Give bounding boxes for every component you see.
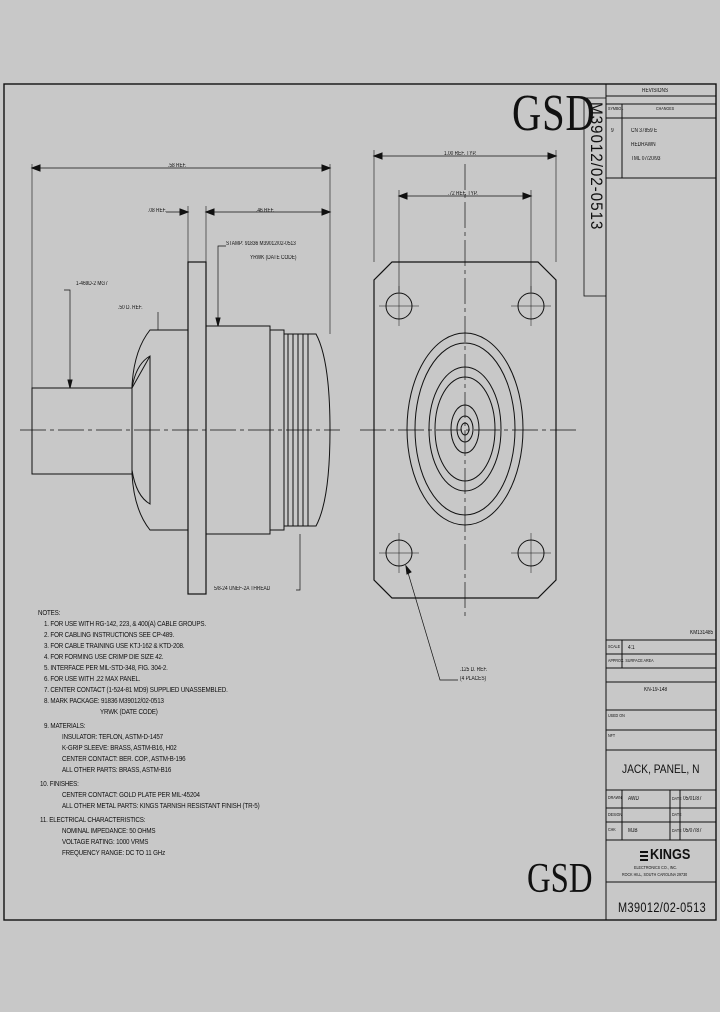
cable-callout: 1-469D-2 MG7 <box>76 281 108 287</box>
revisions-col-changes: CHANGES <box>656 106 675 111</box>
chk-label: CHK <box>608 827 616 832</box>
hole-count-callout: (4 PLACES) <box>460 676 487 682</box>
note-line: YRWK (DATE CODE) <box>100 707 158 716</box>
note-line: INSULATOR: TEFLON, ASTM-D-1457 <box>62 732 163 741</box>
watermark-top: GSD <box>512 85 596 142</box>
approx-area-label: APPROX. SURFACE AREA <box>608 658 654 663</box>
front-view <box>360 150 580 681</box>
revision-line: CN 37859 E <box>631 128 658 134</box>
chk-date-label: DATE <box>672 828 682 833</box>
dim-hole-spacing: .72 REF. TYP. <box>448 191 478 197</box>
watermark-bottom: GSD <box>527 856 593 902</box>
drawing-code: KM131485 <box>690 630 714 636</box>
drawn-date-label: DATE <box>672 796 682 801</box>
dim-body-length: .46 REF. <box>256 208 275 214</box>
note-line: 6. FOR USE WITH .22 MAX PANEL. <box>44 674 141 683</box>
note-line: 3. FOR CABLE TRAINING USE KTJ-162 & KTD-… <box>44 641 185 650</box>
dim-flange-thickness: .08 REF. <box>148 208 167 214</box>
thread-callout: 5/8-24 UNEF-2A THREAD <box>214 586 271 592</box>
note-line: NOTES: <box>38 608 61 617</box>
hole-diameter-callout: .125 D. REF. <box>460 667 488 673</box>
dim-overall-length: .58 REF. <box>168 163 187 169</box>
drawn-date: 05/01/87 <box>683 796 702 802</box>
note-line: K-GRIP SLEEVE: BRASS, ASTM-B16, H02 <box>62 743 177 752</box>
nft-label: NFT <box>608 733 616 738</box>
note-line: 5. INTERFACE PER MIL-STD-348, FIG. 304-2… <box>44 663 168 672</box>
design-date-label: DATE <box>672 812 682 817</box>
scale-value: 4:1 <box>628 645 635 651</box>
drawn-by: AWD <box>628 796 640 802</box>
note-line: CENTER CONTACT: GOLD PLATE PER MIL-45204 <box>62 790 200 799</box>
revisions-heading: REVISIONS <box>642 88 669 94</box>
revisions-col-symbol: SYMBOL <box>608 106 624 111</box>
chk-date: 05/07/87 <box>683 828 702 834</box>
note-line: 1. FOR USE WITH RG-142, 223, & 400(A) CA… <box>44 619 206 628</box>
drawn-label: DRAWN <box>608 795 622 800</box>
revision-symbol: 9 <box>611 128 614 134</box>
note-line: NOMINAL IMPEDANCE: 50 OHMS <box>62 826 156 835</box>
note-line: 7. CENTER CONTACT (1-524-81 MD9) SUPPLIE… <box>44 685 228 694</box>
dim-flange-width: 1.00 REF. TYP. <box>444 151 477 157</box>
note-line: FREQUENCY RANGE: DC TO 11 GHz <box>62 848 166 857</box>
note-line: ALL OTHER PARTS: BRASS, ASTM-B16 <box>62 765 172 774</box>
used-on-label: USED ON <box>608 713 625 718</box>
note-line: VOLTAGE RATING: 1000 VRMS <box>62 837 149 846</box>
drawing-title: JACK, PANEL, N <box>622 762 700 776</box>
revision-line: REDRAWN <box>631 142 656 148</box>
design-label: DESIGN <box>608 812 623 817</box>
note-line: 2. FOR CABLING INSTRUCTIONS SEE CP-489. <box>44 630 174 639</box>
note-line: 10. FINISHES: <box>40 779 79 788</box>
note-line: CENTER CONTACT: BER. COP., ASTM-B-196 <box>62 754 186 763</box>
side-view <box>20 164 340 595</box>
part-number: M39012/02-0513 <box>618 899 707 915</box>
note-line: 4. FOR FORMING USE CRIMP DIE SIZE 42. <box>44 652 164 661</box>
scale-label: SCALE <box>608 644 621 649</box>
vertical-part-number: M39012/02-0513 <box>587 102 606 231</box>
note-line: 9. MATERIALS: <box>44 721 86 730</box>
sheet-border <box>3 83 717 921</box>
vertical-part-number-box <box>583 97 607 297</box>
company-line-1: ELECTRONICS CO., INC. <box>634 865 678 870</box>
note-line: 11. ELECTRICAL CHARACTERISTICS: <box>40 815 146 824</box>
note-line: ALL OTHER METAL PARTS: KINGS TARNISH RES… <box>62 801 260 810</box>
chk-by: MJB <box>628 828 638 834</box>
kings-logo-mark <box>640 851 648 861</box>
stamp-callout: STAMP: 91836 M39012/02-0513 <box>226 241 296 247</box>
note-line: 8. MARK PACKAGE: 91836 M39012/02-0513 <box>44 696 164 705</box>
reference-value: KN-19-148 <box>644 687 668 693</box>
dim-body-diameter: .50 D. REF. <box>118 305 143 311</box>
stamp-date-code: YRWK (DATE CODE) <box>250 255 297 261</box>
company-line-2: ROCK HILL, SOUTH CAROLINA 29730 <box>622 872 688 877</box>
company-name: KINGS <box>650 846 691 863</box>
revision-line: TML 07/20/93 <box>631 156 661 162</box>
